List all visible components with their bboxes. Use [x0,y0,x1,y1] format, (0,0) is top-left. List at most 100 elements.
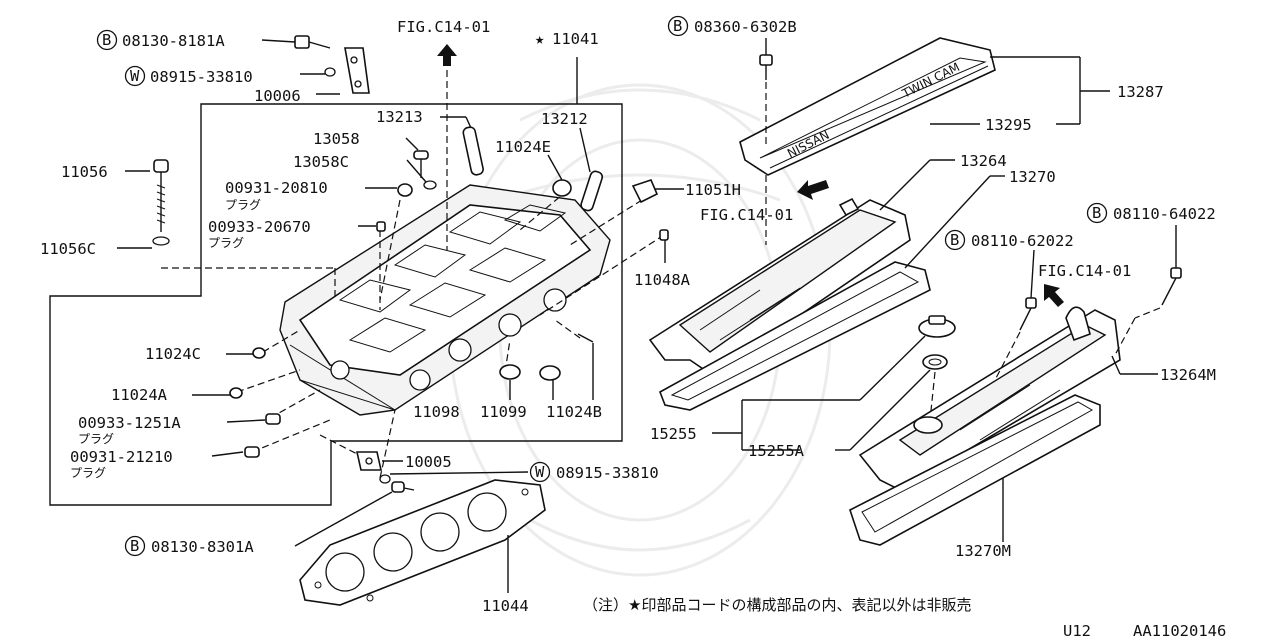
fig-arrow-diag-icon [1044,284,1064,307]
pin-11024b-icon [577,333,594,343]
plug-11024c-icon [252,347,266,359]
label-13270m: 13270M [955,542,1011,560]
prefix-b-08130-8181a: B [96,29,118,51]
label-fig-top: FIG.C14-01 [397,18,490,36]
rocker-cover-13264m-icon [858,306,1121,491]
prefix-b-08110-62022: B [944,229,966,251]
bolt-08110-62022-icon [1019,297,1037,331]
label-13287: 13287 [1117,83,1164,101]
label-08130-8181a: 08130-8181A [122,32,225,50]
cylinder-head-assembly [49,35,684,606]
cylinder-head-icon [279,184,611,416]
prefix-b-label-4: B [1092,204,1101,222]
note-plug-2: プラグ [208,236,244,250]
label-00931-20810: 00931-20810 [225,179,328,197]
label-11098: 11098 [413,403,460,421]
label-08130-8301a: 08130-8301A [151,538,254,556]
plug-11024e-icon [552,179,572,197]
label-11024b: 11024B [546,403,602,421]
washer-08915-icon [379,474,391,484]
ornament-cover-13295-icon: NISSAN TWIN CAM [739,37,996,176]
label-10005: 10005 [405,453,452,471]
oil-cap-15255-icon [918,315,956,338]
seal-11098-icon [499,364,521,380]
label-00931-21210: 00931-21210 [70,448,173,466]
label-00933-1251a: 00933-1251A [78,414,181,432]
prefix-w-label-2: W [535,463,545,481]
label-15255a: 15255A [748,442,805,460]
label-13212: 13212 [541,110,588,128]
label-13295: 13295 [985,116,1032,134]
label-11024a: 11024A [111,386,168,404]
label-08915-33810-top: 08915-33810 [150,68,253,86]
label-fig-middle: FIG.C14-01 [700,206,793,224]
plug-00933-20670-icon [376,221,386,232]
note-plug-3: プラグ [78,432,114,446]
label-13270: 13270 [1009,168,1056,186]
fig-arrow-up-icon [437,44,457,66]
footnote: （注）★印部品コードの構成部品の内、表記以外は非販売 [583,596,971,614]
label-11051h: 11051H [685,181,741,199]
sensor-13213-icon [462,126,484,176]
prefix-b-label: B [102,31,111,49]
label-star-11041: ★ [535,30,544,48]
gasket-13270m-icon [849,394,1101,546]
gasket-13270-icon [659,261,931,411]
label-00933-20670: 00933-20670 [208,218,311,236]
plate-10005-icon [356,451,382,471]
plug-00931-20810-icon [397,183,413,197]
prefix-b-label-2: B [130,537,139,555]
label-fig-right: FIG.C14-01 [1038,262,1131,280]
part-labels: B 08130-8181A W 08915-33810 10006 FIG.C1… [40,15,1216,615]
label-08110-62022: 08110-62022 [971,232,1074,250]
head-gasket-11044-icon [299,479,546,606]
rocker-cover-assembly: NISSAN TWIN CAM [648,37,1182,546]
prefix-b-08110-64022: B [1086,202,1108,224]
label-11024e: 11024E [495,138,551,156]
bolt-11056-icon [152,159,170,246]
label-13264m: 13264M [1160,366,1216,384]
label-13213: 13213 [376,108,423,126]
label-15255: 15255 [650,425,697,443]
prefix-w-08915-top: W [124,65,146,87]
label-13058: 13058 [313,130,360,148]
prefix-b-08130-8301a: B [124,535,146,557]
oil-cap-seal-15255a-icon [922,354,948,370]
label-08360-6302b: 08360-6302B [694,18,797,36]
label-11099: 11099 [480,403,527,421]
bolt-08130-8301a-icon [391,481,415,493]
seal-11099-icon [539,365,561,381]
bolt-08360-icon [759,54,773,80]
prefix-b-08360: B [667,15,689,37]
prefix-b-label-3: B [673,17,682,35]
label-08110-64022: 08110-64022 [1113,205,1216,223]
bolt-08110-64022-icon [1161,267,1182,306]
label-11056c: 11056C [40,240,96,258]
prefix-w-label: W [130,67,140,85]
plug-00931-21210-icon [244,446,260,458]
diagram-code: AA11020146 [1133,622,1226,638]
prefix-b-label-5: B [950,231,959,249]
prefix-w-08915-bottom: W [529,461,551,483]
page-code: U12 [1063,622,1091,638]
seal-11051h-icon [631,179,659,204]
leader-lines-right [712,38,1177,542]
bolt-13058-icon [413,150,437,190]
bracket-10006-icon [294,35,370,94]
sensor-13212-icon [580,170,604,212]
label-11044: 11044 [482,597,529,615]
rocker-cover-13264-icon [648,197,911,376]
note-plug-1: プラグ [225,198,261,212]
label-10006: 10006 [254,87,301,105]
leader-lines-left [117,39,684,593]
label-11041: 11041 [552,30,599,48]
label-11024c: 11024C [145,345,201,363]
label-13058c: 13058C [293,153,349,171]
pin-11048a-icon [659,229,669,241]
label-08915-33810-bottom: 08915-33810 [556,464,659,482]
group-outline [49,57,623,506]
label-11048a: 11048A [634,271,691,289]
plug-11024a-icon [229,387,243,399]
